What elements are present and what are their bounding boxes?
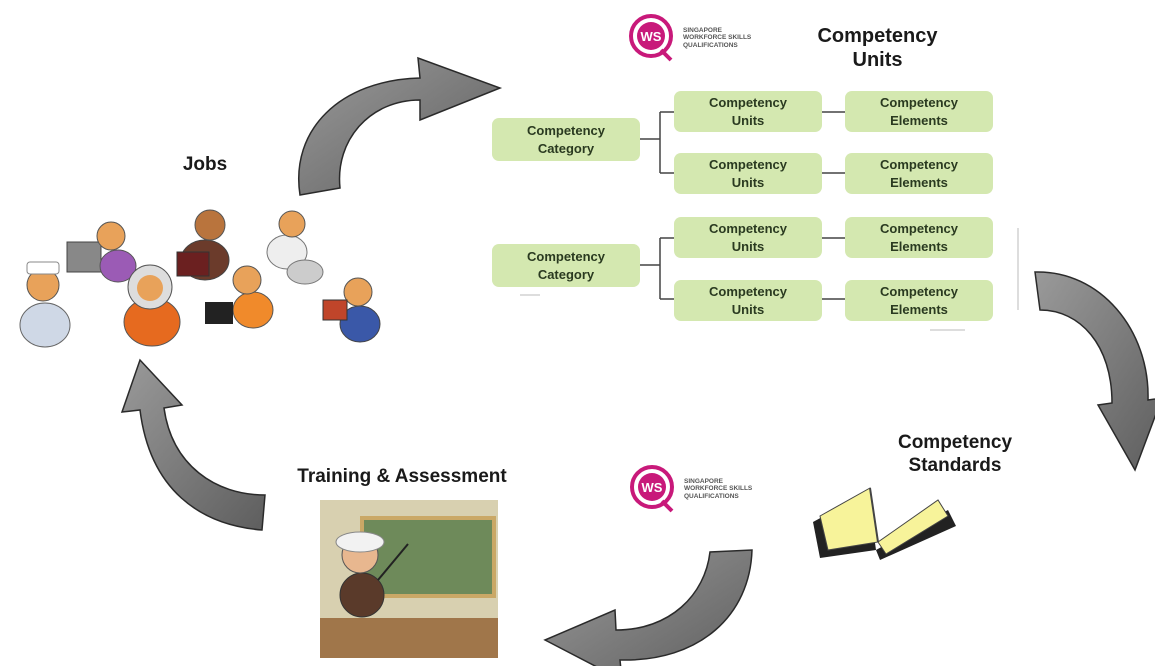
jobs-label: Jobs bbox=[182, 154, 228, 175]
businessman-figure bbox=[176, 209, 230, 281]
wsq-logo-mark: WS bbox=[629, 14, 673, 62]
competency-element-box: Competency Elements bbox=[845, 280, 993, 321]
competency-category-box: Competency Category bbox=[492, 118, 640, 161]
astronaut-figure bbox=[123, 264, 181, 347]
competency-unit-box: Competency Units bbox=[674, 280, 822, 321]
chef-figure bbox=[266, 210, 324, 285]
wsq-logo-initials: WS bbox=[642, 480, 663, 495]
competency-units-title: Competency Units bbox=[817, 25, 938, 71]
competency-standards-title: Competency Standards bbox=[897, 432, 1013, 476]
competency-element-box: Competency Elements bbox=[845, 153, 993, 194]
competency-unit-box: Competency Units bbox=[674, 153, 822, 194]
arrow-jobs-to-units bbox=[298, 56, 503, 196]
wsq-logo-top: WS SINGAPORE WORKFORCE SKILLS QUALIFICAT… bbox=[627, 12, 751, 64]
arrow-training-to-jobs bbox=[120, 358, 266, 531]
competency-category-box: Competency Category bbox=[492, 244, 640, 287]
tree-connectors bbox=[640, 111, 845, 300]
wsq-logo-mark: WS bbox=[630, 465, 674, 513]
police-figure bbox=[322, 277, 381, 343]
doctor-figure bbox=[19, 261, 71, 348]
competency-unit-box: Competency Units bbox=[674, 217, 822, 258]
cameraman-figure bbox=[205, 265, 274, 329]
teacher-classroom-illustration bbox=[320, 500, 498, 658]
wsq-logo-text: SINGAPORE WORKFORCE SKILLS QUALIFICATION… bbox=[684, 477, 753, 500]
operator-figure bbox=[66, 221, 137, 283]
arrow-standards-to-training bbox=[543, 549, 753, 666]
wsq-logo-initials: WS bbox=[641, 29, 662, 44]
book-icon bbox=[813, 487, 956, 560]
competency-unit-box: Competency Units bbox=[674, 91, 822, 132]
wsq-logo-text: SINGAPORE WORKFORCE SKILLS QUALIFICATION… bbox=[683, 26, 752, 49]
competency-element-box: Competency Elements bbox=[845, 91, 993, 132]
arrow-units-to-standards bbox=[1034, 271, 1155, 472]
wsq-logo-bottom: WS SINGAPORE WORKFORCE SKILLS QUALIFICAT… bbox=[628, 463, 752, 515]
training-assessment-title: Training & Assessment bbox=[297, 466, 507, 487]
competency-element-box: Competency Elements bbox=[845, 217, 993, 258]
jobs-people-illustration bbox=[19, 209, 381, 348]
